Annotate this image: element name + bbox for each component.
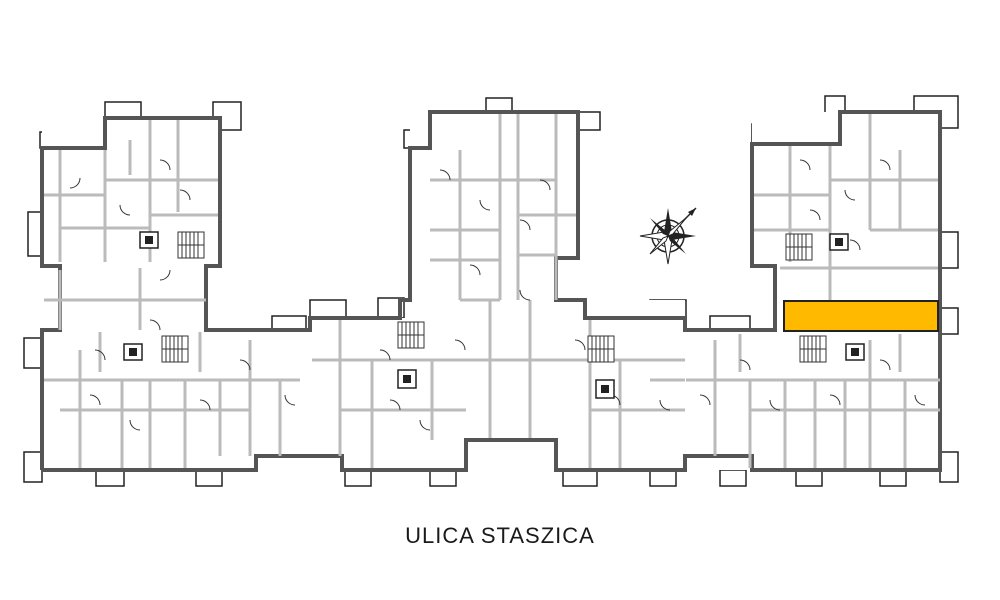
balcony xyxy=(939,451,959,483)
elevator-shaft xyxy=(845,343,865,361)
balcony xyxy=(23,451,43,483)
balcony xyxy=(344,469,372,487)
outer-walls xyxy=(40,110,942,472)
street-label: ULICA STASZICA xyxy=(405,523,595,548)
elevator-shaft xyxy=(397,369,417,389)
staircase xyxy=(799,335,827,363)
balcony xyxy=(939,307,959,335)
staircase xyxy=(177,231,205,259)
balcony xyxy=(649,469,677,487)
elevator-shaft xyxy=(829,233,849,251)
balcony xyxy=(104,101,142,119)
balcony xyxy=(879,469,907,487)
elevator-shaft xyxy=(123,343,143,361)
highlighted-unit[interactable] xyxy=(783,300,939,332)
balcony xyxy=(709,315,751,331)
inner-walls xyxy=(44,114,940,468)
elevators xyxy=(123,231,865,399)
elevator-shaft xyxy=(595,379,615,399)
balcony xyxy=(795,469,823,487)
balcony xyxy=(271,315,307,331)
balcony xyxy=(429,469,457,487)
balcony xyxy=(562,469,598,487)
staircase xyxy=(397,321,425,349)
balcony xyxy=(95,469,125,487)
balcony xyxy=(23,337,43,369)
balcony xyxy=(309,299,347,319)
balcony xyxy=(719,469,747,487)
doors xyxy=(69,159,926,431)
staircases xyxy=(161,231,827,363)
balcony xyxy=(939,231,959,269)
staircase xyxy=(785,233,813,261)
elevator-shaft xyxy=(139,231,159,249)
compass-rose-icon xyxy=(639,207,697,265)
staircase xyxy=(161,335,189,363)
balcony xyxy=(195,469,223,487)
staircase xyxy=(587,335,615,363)
